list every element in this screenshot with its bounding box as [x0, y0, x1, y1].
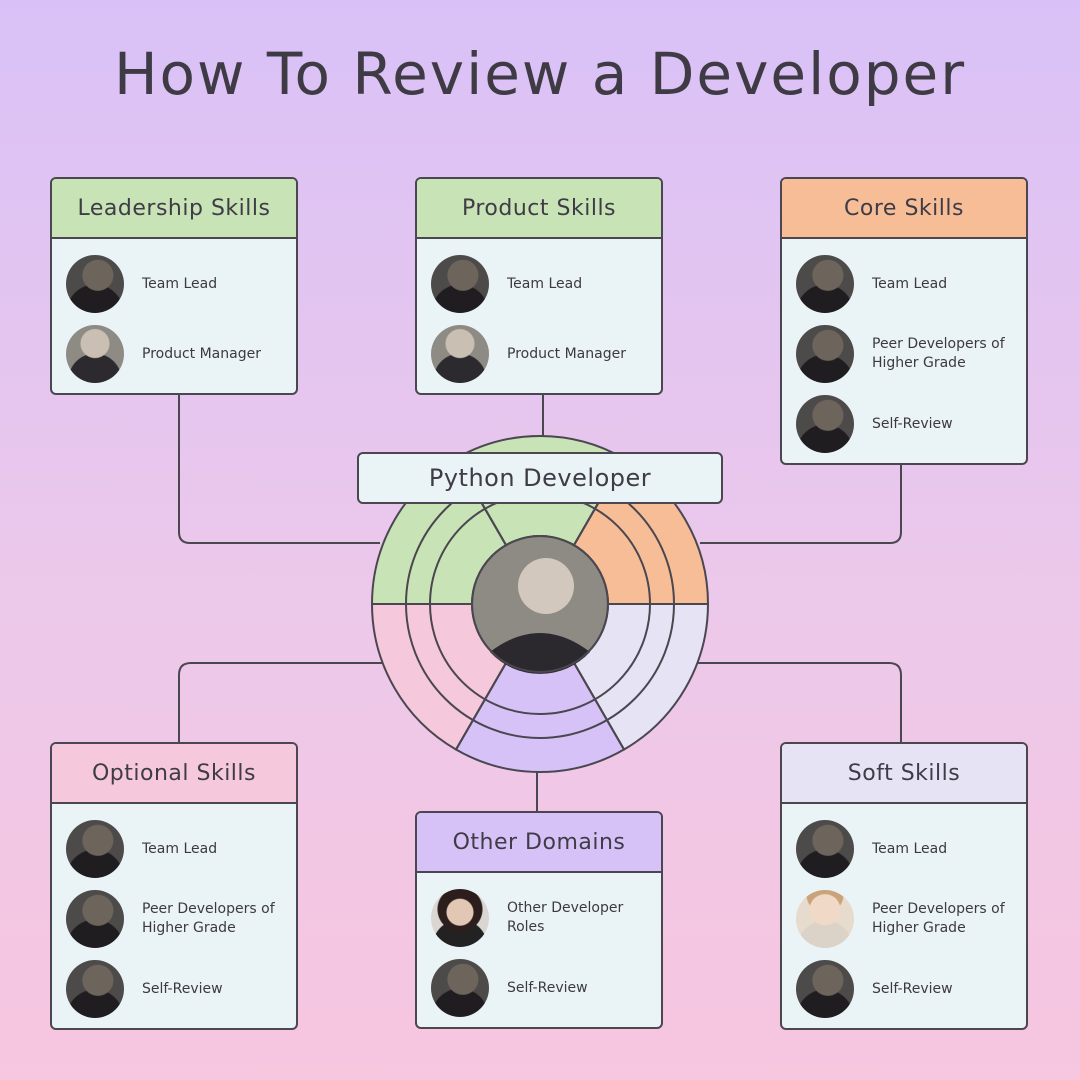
reviewer-label: Product Manager — [507, 345, 626, 362]
avatar — [796, 960, 854, 1018]
card-title: Product Skills — [417, 179, 661, 239]
reviewer-item: Self-Review — [417, 953, 661, 1023]
reviewer-item: Self-Review — [782, 954, 1026, 1024]
connector-optional — [178, 662, 385, 742]
avatar — [66, 255, 124, 313]
card-soft-skills: Soft Skills Team Lead Peer Developers of… — [780, 742, 1028, 1030]
reviewer-item: Product Manager — [52, 319, 296, 389]
reviewer-item: Team Lead — [52, 249, 296, 319]
avatar — [66, 890, 124, 948]
center-role-label: Python Developer — [357, 452, 723, 504]
avatar — [66, 325, 124, 383]
card-optional-skills: Optional Skills Team Lead Peer Developer… — [50, 742, 298, 1030]
reviewer-item: Peer Developers of Higher Grade — [782, 884, 1026, 954]
reviewer-label: Peer Developers of Higher Grade — [142, 901, 275, 936]
avatar — [431, 889, 489, 947]
reviewer-label: Team Lead — [507, 275, 583, 292]
reviewer-label: Other Developer Roles — [507, 900, 624, 935]
reviewer-label: Team Lead — [872, 275, 948, 292]
card-title: Leadership Skills — [52, 179, 296, 239]
card-title: Other Domains — [417, 813, 661, 873]
card-title: Soft Skills — [782, 744, 1026, 804]
reviewer-item: Team Lead — [782, 249, 1026, 319]
avatar — [66, 820, 124, 878]
reviewer-item: Self-Review — [52, 954, 296, 1024]
reviewer-item: Other Developer Roles — [417, 883, 661, 953]
avatar — [66, 960, 124, 1018]
reviewer-label: Self-Review — [507, 979, 588, 996]
card-title: Optional Skills — [52, 744, 296, 804]
avatar — [431, 959, 489, 1017]
avatar — [431, 325, 489, 383]
reviewer-label: Self-Review — [872, 980, 953, 997]
reviewer-label: Team Lead — [872, 840, 948, 857]
reviewer-label: Self-Review — [872, 415, 953, 432]
reviewer-item: Team Lead — [417, 249, 661, 319]
card-other-domains: Other Domains Other Developer Roles Self… — [415, 811, 663, 1029]
reviewer-label: Team Lead — [142, 275, 218, 292]
reviewer-item: Self-Review — [782, 389, 1026, 459]
wheel-sector-other — [454, 601, 626, 773]
avatar — [796, 890, 854, 948]
reviewer-item: Team Lead — [52, 814, 296, 884]
reviewer-label: Peer Developers of Higher Grade — [872, 901, 1005, 936]
card-leadership-skills: Leadership Skills Team Lead Product Mana… — [50, 177, 298, 395]
avatar — [796, 325, 854, 383]
avatar — [796, 255, 854, 313]
card-core-skills: Core Skills Team Lead Peer Developers of… — [780, 177, 1028, 465]
connector-soft — [695, 662, 902, 742]
reviewer-item: Team Lead — [782, 814, 1026, 884]
reviewer-label: Self-Review — [142, 980, 223, 997]
page-title: How To Review a Developer — [113, 40, 967, 108]
reviewer-item: Product Manager — [417, 319, 661, 389]
avatar — [796, 395, 854, 453]
connector-leadership — [178, 395, 380, 544]
reviewer-label: Team Lead — [142, 840, 218, 857]
reviewer-item: Peer Developers of Higher Grade — [52, 884, 296, 954]
reviewer-label: Product Manager — [142, 345, 261, 362]
card-product-skills: Product Skills Team Lead Product Manager — [415, 177, 663, 395]
reviewer-item: Peer Developers of Higher Grade — [782, 319, 1026, 389]
avatar — [796, 820, 854, 878]
connector-core — [700, 465, 902, 544]
reviewer-label: Peer Developers of Higher Grade — [872, 336, 1005, 371]
avatar — [431, 255, 489, 313]
card-title: Core Skills — [782, 179, 1026, 239]
